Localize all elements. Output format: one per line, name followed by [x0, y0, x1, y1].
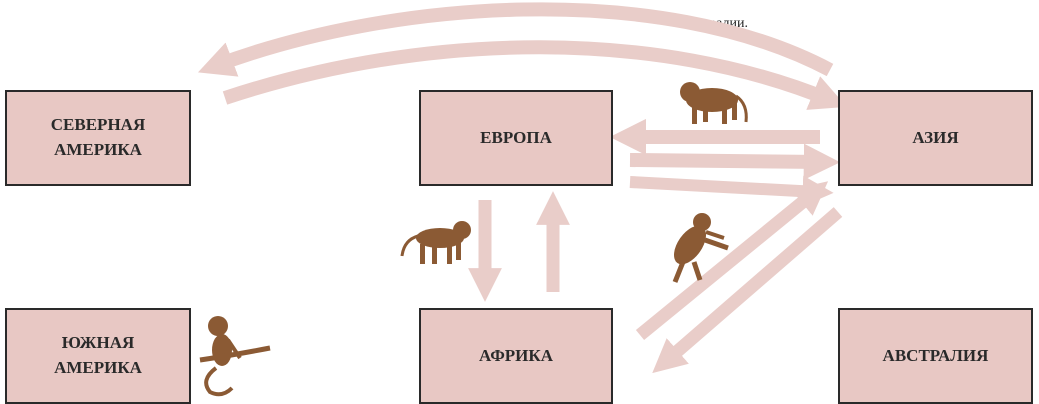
monkey-walking-icon — [680, 82, 746, 124]
monkey-climbing-icon — [668, 213, 728, 282]
monkey-walking-icon — [402, 221, 471, 264]
monkey-on-branch-icon — [200, 316, 270, 394]
